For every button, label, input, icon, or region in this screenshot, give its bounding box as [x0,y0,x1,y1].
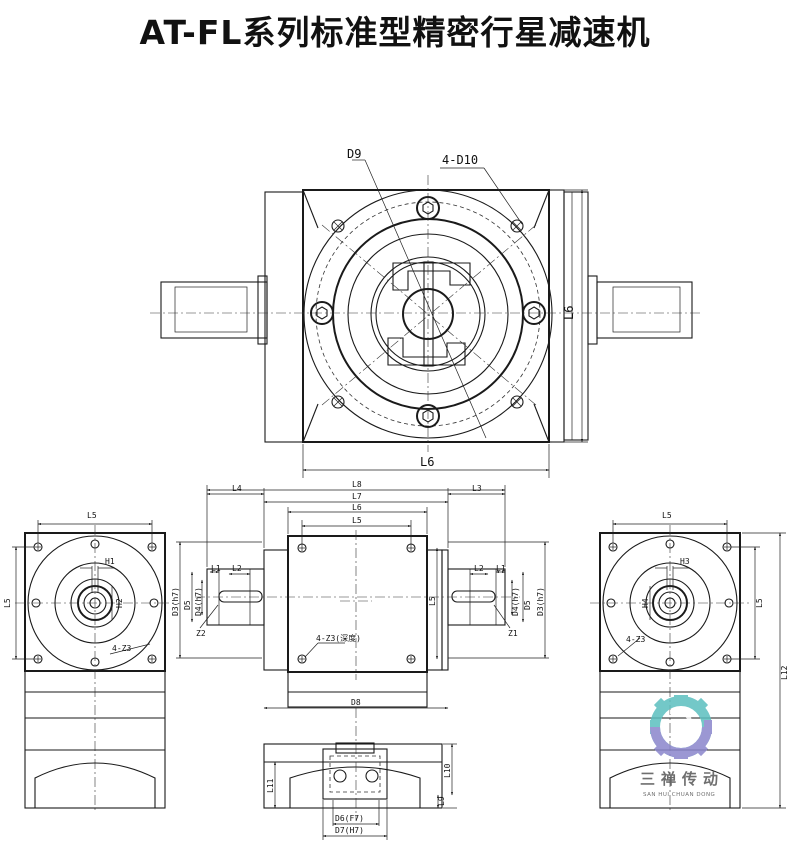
label-h4: H4 [641,598,650,608]
label-l8: L8 [352,480,362,489]
label-l6-bottom: L6 [420,455,434,469]
logo-english-text: SAN HUI CHUAN DONG [643,792,715,798]
label-z2: Z2 [196,629,206,638]
top-view: D9 4-D10 L6 L6 [150,147,700,478]
right-view: L5 H3 H4 L5 4-Z3 L12 [590,511,789,810]
label-l1-right: L1 [496,564,506,573]
label-d8: D8 [351,698,361,707]
page-title: AT-FL系列标准型精密行星减速机 [139,13,651,52]
label-z1: Z1 [508,629,518,638]
label-h2: H2 [115,598,124,608]
label-d6: D6(F7) [335,814,364,823]
label-l6-side: L6 [562,306,576,320]
label-l1-left: L1 [211,564,221,573]
label-l4: L4 [232,484,242,493]
label-l11: L11 [266,778,275,793]
label-z3-mid: 4-Z3(深度) [316,633,361,643]
label-l5-mid: L5 [352,516,362,525]
label-d5-right: D5 [523,600,532,610]
label-d4-right: D4(h7) [511,587,520,616]
label-z3-left: 4-Z3 [112,644,131,653]
gear-logo-icon [650,695,712,759]
label-l6-mid: L6 [352,503,362,512]
mid-main-body [287,535,428,673]
top-left-flange [264,191,304,443]
label-d10: 4-D10 [442,153,478,167]
label-d7: D7(H7) [335,826,364,835]
label-l12: L12 [780,665,789,680]
top-right-shaft [596,281,693,339]
label-l5-right-v: L5 [755,598,764,608]
label-l2-left: L2 [232,564,242,573]
label-l3: L3 [472,484,482,493]
label-h1: H1 [105,557,115,566]
label-l9: L9 [437,796,446,806]
label-h3: H3 [680,557,690,566]
label-l5-left-v: L5 [3,598,12,608]
logo-chinese-text: 三禅传动 [640,770,724,788]
label-d5-left: D5 [183,600,192,610]
company-logo: 三禅传动 SAN HUI CHUAN DONG [640,695,724,798]
label-l2-right: L2 [474,564,484,573]
label-l5-mid-v: L5 [428,596,437,606]
label-d3-right: D3(h7) [536,587,545,616]
label-l7: L7 [352,492,362,501]
top-left-shaft [160,281,268,339]
label-z3-right: 4-Z3 [626,635,645,644]
label-l10: L10 [443,763,452,778]
middle-view: L8 L7 L6 L5 L4 L3 L1 L2 D5 D4(h7) D3(h7)… [171,480,549,840]
label-d4-left: D4(h7) [194,587,203,616]
label-d9: D9 [347,147,361,161]
label-d3-left: D3(h7) [171,587,180,616]
label-l5-right: L5 [662,511,672,520]
left-view: L5 L5 H1 H2 4-Z3 [3,511,175,810]
label-l5-left: L5 [87,511,97,520]
